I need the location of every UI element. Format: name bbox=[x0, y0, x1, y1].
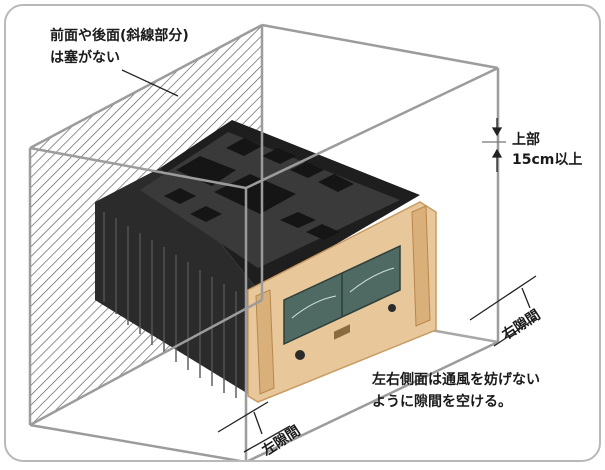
handle-left bbox=[255, 289, 275, 395]
clearance-box bbox=[28, 23, 500, 460]
knob-right bbox=[388, 304, 396, 312]
top-clearance-line1: 上部 bbox=[512, 131, 540, 148]
side-note-line2: ように隙間を空ける。 bbox=[372, 393, 512, 410]
right-gap-dimension bbox=[469, 275, 537, 347]
side-note-line1: 左右側面は通風を妨げない bbox=[371, 371, 540, 388]
hatched-note-line1: 前面や後面(斜線部分) bbox=[50, 27, 189, 44]
hatched-note-leader bbox=[121, 69, 179, 97]
hatched-note-line2: は塞がない bbox=[50, 49, 120, 66]
knob-left bbox=[295, 350, 305, 360]
handle-right bbox=[411, 205, 431, 327]
left-gap-dimension bbox=[217, 401, 291, 453]
amplifier bbox=[95, 120, 437, 403]
top-clearance-line2: 15cm以上 bbox=[512, 152, 582, 168]
top-clearance-dimension bbox=[482, 118, 506, 172]
